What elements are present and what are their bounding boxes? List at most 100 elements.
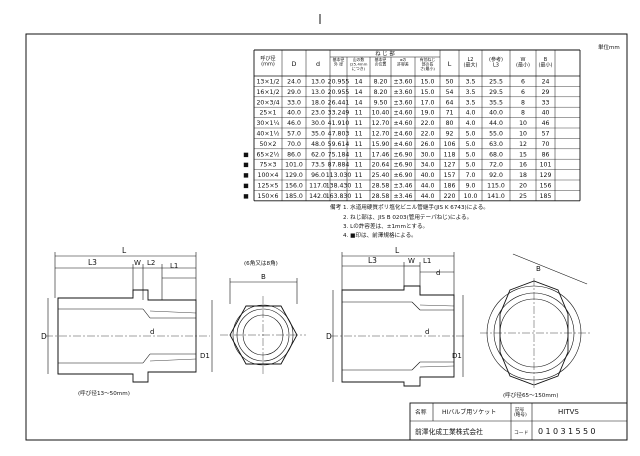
cell-L3: 35.5 xyxy=(489,99,503,106)
cell-L2: 5.0 xyxy=(466,130,476,137)
dim-L1-right: L1 xyxy=(423,257,431,265)
header-thread-5: 有効ねじ部の長さ(最小) xyxy=(420,57,436,71)
cell-tol: ±3.46 xyxy=(394,193,413,200)
cell-tol: ±4.60 xyxy=(394,110,413,117)
spec-table xyxy=(253,49,581,202)
cell-B: 57 xyxy=(542,130,550,137)
cell-n: 11 xyxy=(355,193,363,200)
dim-W-right: W xyxy=(408,257,415,265)
cell-len: 17.0 xyxy=(421,99,435,106)
row-mark: ■ xyxy=(243,163,248,169)
code-label: コード xyxy=(514,430,529,436)
cell-pos: 12.70 xyxy=(372,120,390,127)
cell-od: 75.184 xyxy=(328,151,350,158)
dim-L2-left: L2 xyxy=(147,259,155,267)
cell-B: 101 xyxy=(540,162,552,169)
cell-W: 6 xyxy=(521,89,525,96)
cell-tol: ±4.60 xyxy=(394,141,413,148)
hex-end-view: (6角又は8角) B xyxy=(220,259,306,374)
cell-size: 75×3 xyxy=(260,162,277,169)
dim-d-right: d xyxy=(425,328,429,336)
cell-od: 113.030 xyxy=(326,172,352,179)
cell-B: 70 xyxy=(542,141,550,148)
cell-od: 47.803 xyxy=(328,130,350,137)
header-D: D xyxy=(292,60,297,68)
header-thread-1: 基本径外 径 xyxy=(333,57,345,67)
cell-pos: 8.20 xyxy=(374,89,388,96)
cell-pos: 17.46 xyxy=(372,151,390,158)
cell-L2: 7.0 xyxy=(466,172,476,179)
cell-L2: 5.0 xyxy=(466,141,476,148)
cell-L3: 40.0 xyxy=(489,110,503,117)
cell-L2: 10.0 xyxy=(464,193,478,200)
cell-D: 29.0 xyxy=(287,89,301,96)
dim-D1-right: D1 xyxy=(452,352,462,360)
cell-L: 64 xyxy=(446,99,454,106)
cell-D: 70.0 xyxy=(287,141,301,148)
note-1: 1. 水道用硬質ポリ塩化ビニル管継手(JIS K 6743)による。 xyxy=(343,203,489,211)
cell-B: 129 xyxy=(540,172,552,179)
cell-L: 71 xyxy=(446,110,454,117)
cell-od: 33.249 xyxy=(328,110,350,117)
cell-od: 87.884 xyxy=(328,162,350,169)
cell-W: 12 xyxy=(519,141,527,148)
row-mark: ■ xyxy=(243,194,248,200)
unit-note: 単位mm xyxy=(598,43,620,51)
cell-L: 186 xyxy=(444,182,456,189)
cell-tol: ±4.60 xyxy=(394,120,413,127)
hex-caption: (6角又は8角) xyxy=(244,259,278,267)
cell-tol: ±3.60 xyxy=(394,78,413,85)
cell-L3: 92.0 xyxy=(489,172,503,179)
cell-pos: 8.20 xyxy=(374,78,388,85)
cell-L2: 5.0 xyxy=(466,162,476,169)
cell-od: 20.955 xyxy=(328,78,350,85)
dim-L1-left: L1 xyxy=(170,262,178,270)
cell-tol: ±6.90 xyxy=(394,151,413,158)
cell-n: 11 xyxy=(355,172,363,179)
cell-B: 33 xyxy=(542,99,550,106)
name-label: 名称 xyxy=(415,408,427,416)
cell-L2: 5.0 xyxy=(466,151,476,158)
sheet-frame xyxy=(25,33,628,441)
cell-len: 19.0 xyxy=(421,110,435,117)
cell-B: 86 xyxy=(542,151,550,158)
cell-n: 14 xyxy=(355,78,363,85)
cell-tol: ±3.60 xyxy=(394,89,413,96)
cell-D: 129.0 xyxy=(285,172,303,179)
cell-od: 138.430 xyxy=(326,182,352,189)
cell-L2: 4.0 xyxy=(466,120,476,127)
cell-D: 46.0 xyxy=(287,120,301,127)
cell-L: 80 xyxy=(446,120,454,127)
cell-size: 25×1 xyxy=(260,110,277,117)
cell-d: 142.0 xyxy=(309,193,327,200)
cell-L3: 141.0 xyxy=(487,193,505,200)
header-B: B(最小) xyxy=(539,57,553,69)
dim-D-right: D xyxy=(326,332,332,341)
cell-pos: 9.50 xyxy=(374,99,388,106)
note-3: 3. Lの許容差は、±1mmとする。 xyxy=(343,222,428,230)
cell-W: 6 xyxy=(521,78,525,85)
cell-L3: 68.0 xyxy=(489,151,503,158)
cell-size: 20×3/4 xyxy=(256,99,279,106)
header-thread-3: 基本径の位置 xyxy=(375,57,387,67)
cell-n: 11 xyxy=(355,120,363,127)
header-d: d xyxy=(316,60,320,68)
note-2: 2. ねじ部は、JIS B 0203(管用テーパねじ)による。 xyxy=(343,213,472,221)
cell-L: 157 xyxy=(444,172,456,179)
dim-d-left: d xyxy=(150,328,154,336)
cell-d: 48.0 xyxy=(311,141,325,148)
cell-pos: 25.40 xyxy=(372,172,390,179)
cell-d: 73.5 xyxy=(311,162,325,169)
cell-B: 156 xyxy=(540,182,552,189)
cell-d: 18.0 xyxy=(311,99,325,106)
cell-D: 40.0 xyxy=(287,110,301,117)
cell-D: 24.0 xyxy=(287,78,301,85)
cell-W: 20 xyxy=(519,182,527,189)
side-view-small: L L3 W L2 L1 D d D1 (呼び径13～50mm) xyxy=(41,246,213,397)
cell-tol: ±3.60 xyxy=(394,99,413,106)
cell-n: 11 xyxy=(355,151,363,158)
cell-size: 16×1/2 xyxy=(256,89,279,96)
cell-od: 163.830 xyxy=(326,193,352,200)
